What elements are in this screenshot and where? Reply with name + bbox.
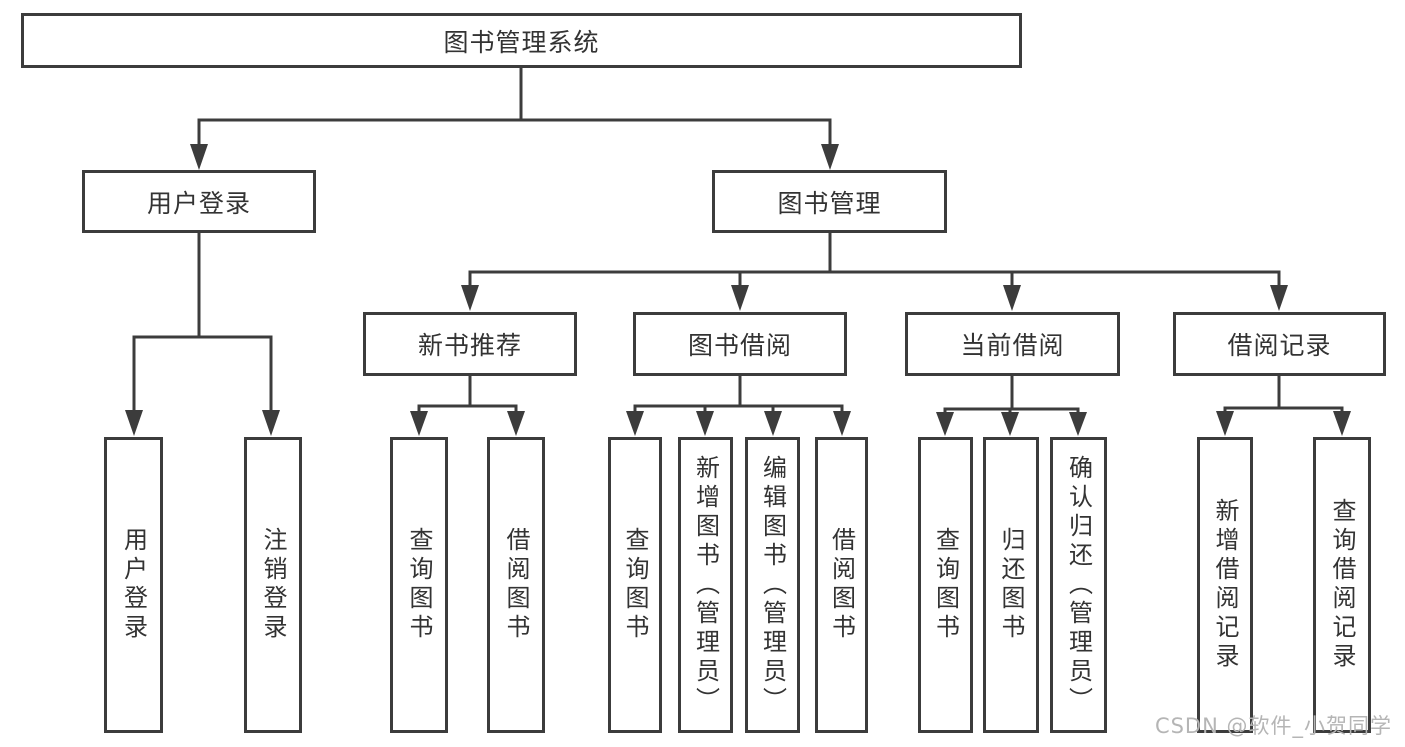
leaf-nb-borrow-books: 借阅图书 [487,437,545,733]
node-label: 当前借阅 [960,331,1065,360]
node-label: 查询图书 [621,527,649,643]
node-label: 图书管理 [777,188,882,218]
node-label: 借阅记录 [1227,331,1332,360]
node-label: 图书管理系统 [443,27,600,57]
leaf-nb-query-books: 查询图书 [390,437,448,733]
node-label: 注销登录 [259,527,287,643]
node-book-borrowing: 图书借阅 [633,312,847,376]
node-label: 用户登录 [146,188,251,218]
node-label: 新增图书（管理员） [691,454,720,716]
node-label: 编辑图书（管理员） [758,454,787,716]
node-label: 查询借阅记录 [1328,498,1356,672]
node-label: 确认归还（管理员） [1064,454,1093,716]
node-label: 归还图书 [997,527,1025,643]
leaf-br-add-record: 新增借阅记录 [1197,437,1253,733]
csdn-watermark: CSDN @软件_小贺同学 [1154,714,1392,738]
leaf-br-query-record: 查询借阅记录 [1313,437,1371,733]
node-label: 查询图书 [405,527,433,643]
node-current-borrowing: 当前借阅 [905,312,1120,376]
leaf-user-login: 用户登录 [104,437,163,733]
node-label: 图书借阅 [687,331,792,360]
node-book-management: 图书管理 [712,170,947,233]
leaf-bb-edit-books-admin: 编辑图书（管理员） [745,437,800,733]
node-label: 查询图书 [931,527,960,643]
node-label: 新增借阅记录 [1211,498,1239,672]
node-user-login: 用户登录 [82,170,316,233]
arrowheads [125,144,1351,436]
leaf-cb-return-books: 归还图书 [983,437,1039,733]
node-label: 用户登录 [119,527,148,643]
leaf-bb-add-books-admin: 新增图书（管理员） [678,437,733,733]
leaf-logout: 注销登录 [244,437,302,733]
leaf-bb-borrow-books: 借阅图书 [815,437,868,733]
leaf-cb-confirm-return-admin: 确认归还（管理员） [1050,437,1107,733]
leaf-bb-query-books: 查询图书 [608,437,662,733]
node-label: 借阅图书 [827,527,856,643]
node-label: 借阅图书 [502,527,530,643]
node-label: 新书推荐 [417,331,522,360]
node-borrowing-records: 借阅记录 [1173,312,1386,376]
node-root-system: 图书管理系统 [21,13,1022,68]
node-new-book-recommend: 新书推荐 [363,312,577,376]
leaf-cb-query-books: 查询图书 [918,437,973,733]
